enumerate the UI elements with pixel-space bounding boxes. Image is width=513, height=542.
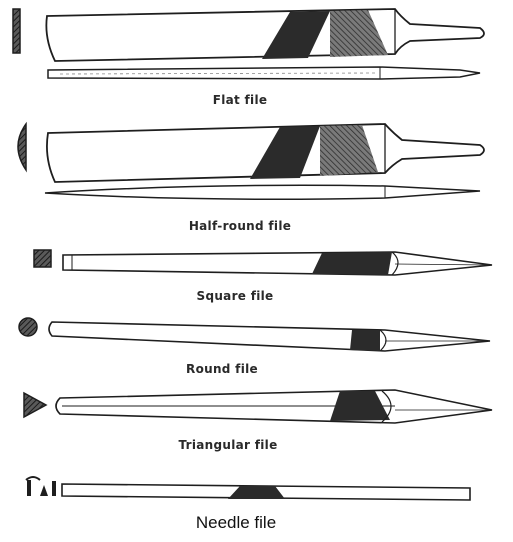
needle-file-caption: Needle file [196,513,276,533]
flat-file-section-icon [13,9,20,53]
flat-file-drawing [13,9,484,79]
square-file-drawing [34,250,492,275]
half-round-file-edge-view [45,185,480,199]
round-file-body [49,322,490,351]
round-file-drawing [19,318,490,351]
round-file-cut-dark [350,330,380,351]
square-file-body [63,252,492,275]
triangular-file-label: Triangular file [178,438,277,452]
needle-file-section-icons [26,477,56,496]
half-round-file-label: Half-round file [189,219,291,233]
flat-file-plan-view [46,9,484,61]
half-round-file-drawing [18,124,484,199]
square-file-label: Square file [197,289,274,303]
round-file-section-icon [19,318,37,336]
round-file-label: Round file [186,362,258,376]
triangular-file-drawing [24,390,492,423]
square-file-section-icon [34,250,51,267]
flat-file-label: Flat file [213,93,268,107]
triangular-file-section-icon [24,393,46,417]
needle-file-drawing [26,477,470,500]
square-file-cut-dark [312,252,392,275]
half-round-file-section-icon [18,124,26,170]
